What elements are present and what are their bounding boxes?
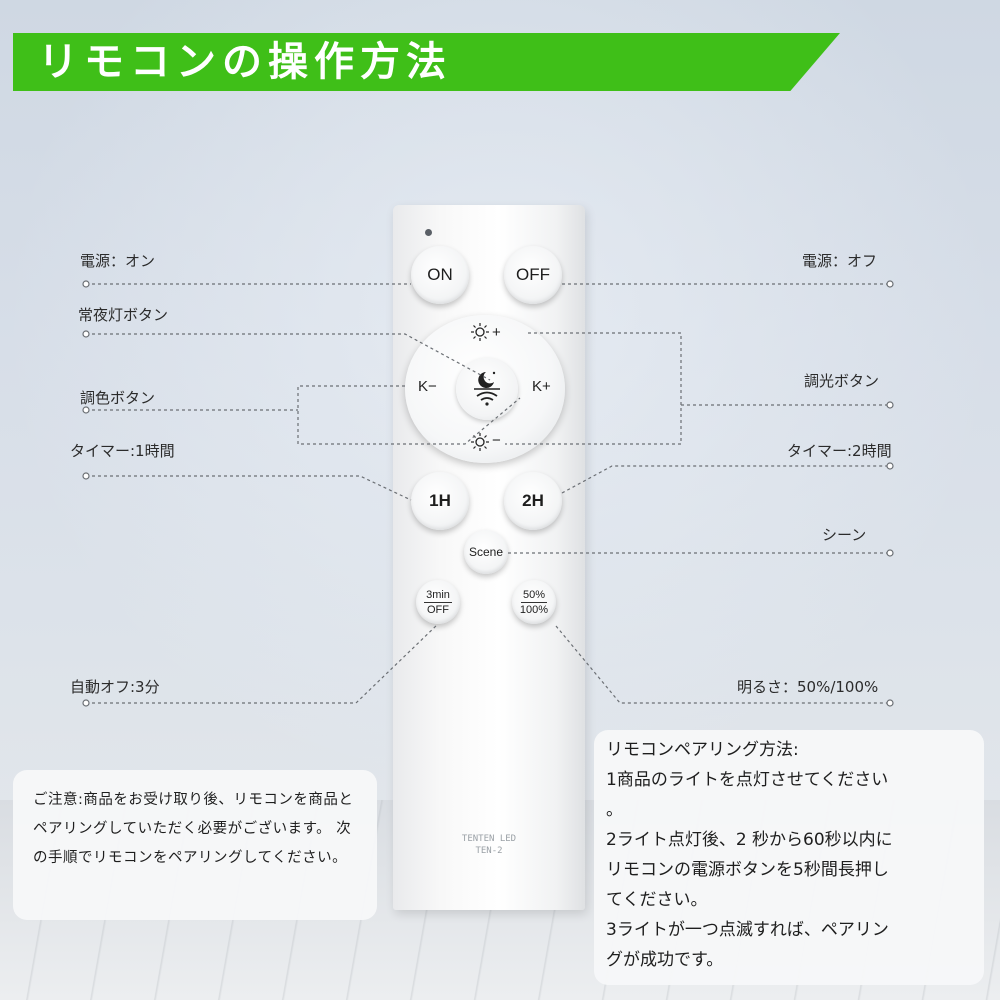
brightness-label-top: 50% <box>520 588 547 603</box>
power-on-button[interactable]: ON <box>411 246 469 304</box>
timer-1h-button[interactable]: 1H <box>411 472 469 530</box>
brand-name: TENTEN LED <box>461 834 517 844</box>
indicator-led <box>425 229 432 236</box>
pairing-line: 3ライトが一つ点滅すれば、ペアリン <box>606 920 889 940</box>
notice-text: ご注意:商品をお受け取り後、リモコンを商品とペアリングしていただく必要がございま… <box>33 792 354 866</box>
page-title: リモコンの操作方法 <box>38 39 452 85</box>
brightness-toggle-button-label: 50% 100% <box>520 589 548 616</box>
label-scene: シーン <box>822 526 867 544</box>
notice-box: ご注意:商品をお受け取り後、リモコンを商品とペアリングしていただく必要がございま… <box>13 770 377 920</box>
label-auto-off: 自動オフ:3分 <box>70 678 160 696</box>
power-off-button-label: OFF <box>516 265 550 284</box>
pairing-line: リモコンの電源ボタンを5秒間長押し <box>606 860 889 880</box>
power-off-button[interactable]: OFF <box>504 246 562 304</box>
color-minus-key[interactable]: K− <box>418 378 437 395</box>
timer-2h-button-label: 2H <box>522 491 544 510</box>
night-light-icon <box>474 371 500 406</box>
label-timer-1h: タイマー:1時間 <box>70 442 175 460</box>
brightness-up-symbol: + <box>492 324 501 341</box>
auto-off-button[interactable]: 3min OFF <box>416 580 460 624</box>
pairing-line: グが成功です。 <box>606 950 724 970</box>
pairing-line: 。 <box>606 800 623 820</box>
timer-2h-button[interactable]: 2H <box>504 472 562 530</box>
label-power-on: 電源：オン <box>80 252 156 270</box>
brightness-label-bottom: 100% <box>519 603 549 616</box>
label-power-off: 電源：オフ <box>802 252 878 270</box>
model-number: TEN-2 <box>475 846 503 856</box>
title-banner <box>13 33 840 91</box>
scene-button[interactable]: Scene <box>464 530 508 574</box>
auto-off-label-top: 3min <box>424 588 452 603</box>
pairing-line: 2ライト点灯後、2 秒から60秒以内に <box>606 830 893 850</box>
pairing-line: 1商品のライトを点灯させてください <box>606 770 889 790</box>
night-light-button[interactable] <box>456 358 518 420</box>
label-night-light: 常夜灯ボタン <box>78 306 169 324</box>
power-on-button-label: ON <box>427 265 453 284</box>
remote-brand-text: TENTEN LED TEN-2 <box>393 833 585 857</box>
pairing-line: リモコンペアリング方法: <box>606 740 799 760</box>
auto-off-label-bottom: OFF <box>427 603 449 616</box>
brightness-down-symbol: − <box>492 432 501 449</box>
label-timer-2h: タイマー:2時間 <box>787 442 892 460</box>
label-dimming: 調光ボタン <box>804 372 880 390</box>
label-color-tone: 調色ボタン <box>80 389 156 407</box>
brightness-up-sun-icon <box>471 323 489 341</box>
brightness-down-sun-icon <box>471 433 489 451</box>
auto-off-button-label: 3min OFF <box>424 589 452 616</box>
pairing-instructions-box: リモコンペアリング方法: 1商品のライトを点灯させてください 。 2ライト点灯後… <box>594 730 984 985</box>
pairing-line: てください。 <box>606 890 708 910</box>
scene-button-label: Scene <box>468 545 504 559</box>
brightness-toggle-button[interactable]: 50% 100% <box>512 580 556 624</box>
color-plus-key[interactable]: K+ <box>532 378 551 395</box>
timer-1h-button-label: 1H <box>429 491 451 510</box>
label-brightness: 明るさ：50%/100% <box>737 678 879 696</box>
